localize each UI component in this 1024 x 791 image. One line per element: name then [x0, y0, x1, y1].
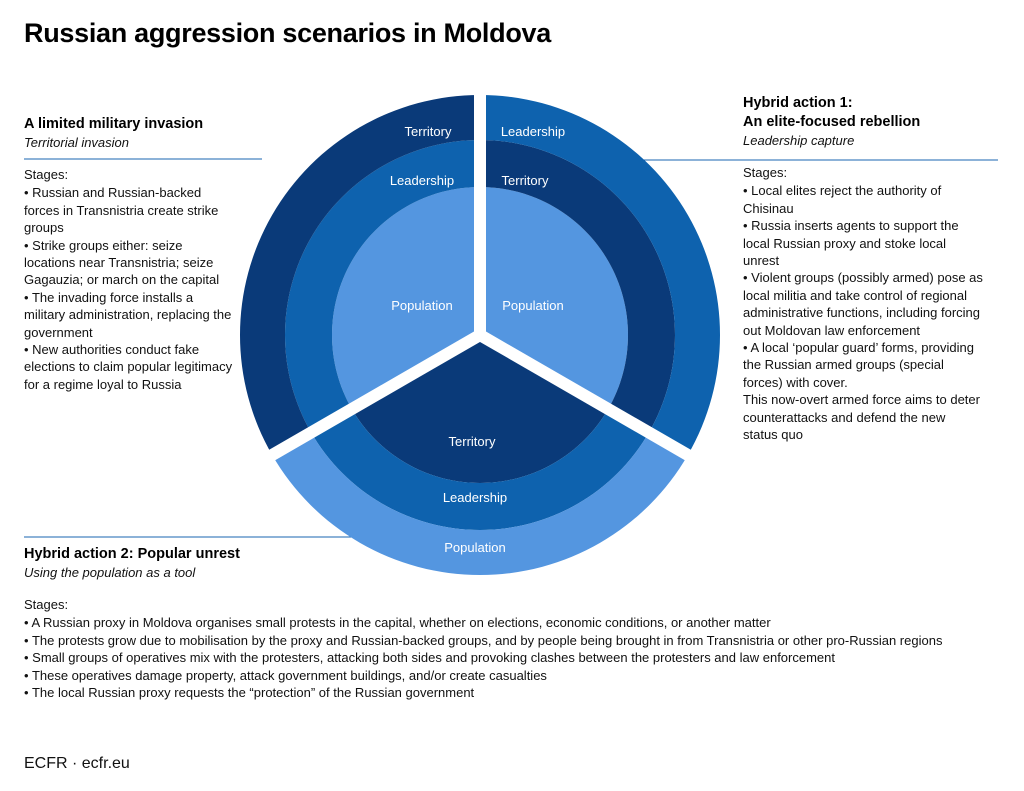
page-title: Russian aggression scenarios in Moldova — [24, 18, 551, 48]
ring-labels: Territory Leadership Population Leadersh… — [390, 124, 565, 555]
scenario-military-invasion: A limited military invasion Territorial … — [24, 115, 234, 393]
connector-lines — [24, 158, 998, 538]
bottom-middle-label: Leadership — [443, 490, 507, 505]
footer-credit: ECFR · ecfr.eu — [24, 755, 130, 772]
stages-list: Russian and Russian-backed forces in Tra… — [24, 184, 234, 393]
bottom-sector-middle-ring — [311, 409, 649, 530]
left-sector-outer-ring — [240, 95, 480, 455]
right-middle-label: Territory — [502, 173, 549, 188]
scenario-heading-line2: An elite-focused rebellion — [743, 114, 921, 130]
stages-label: Stages: — [743, 165, 788, 180]
stages-label: Stages: — [24, 597, 69, 612]
list-item: The protests grow due to mobilisation by… — [24, 632, 984, 649]
sector-gap — [258, 329, 483, 467]
left-middle-label: Leadership — [390, 173, 454, 188]
list-item: The invading force installs a military a… — [24, 289, 234, 341]
scenario-subheading: Leadership capture — [743, 133, 855, 148]
list-item: Small groups of operatives mix with the … — [24, 649, 984, 666]
left-sector-middle-ring — [285, 140, 480, 433]
list-item: Violent groups (possibly armed) pose as … — [743, 269, 983, 339]
left-inner-label: Population — [391, 298, 452, 313]
right-sector-outer-ring — [480, 95, 720, 455]
right-sector-middle-ring — [480, 140, 675, 433]
list-item: These operatives damage property, attack… — [24, 667, 984, 684]
scenario-heading: Hybrid action 2: Popular unrest — [24, 546, 240, 562]
right-inner-label: Population — [502, 298, 563, 313]
stages-list: A Russian proxy in Moldova organises sma… — [24, 614, 984, 701]
stages-tail: This now-overt armed force aims to deter… — [743, 392, 980, 443]
scenario-subheading: Territorial invasion — [24, 135, 130, 150]
scenario-subheading: Using the population as a tool — [24, 565, 196, 580]
bottom-outer-label: Population — [444, 540, 505, 555]
scenario-heading: A limited military invasion — [24, 116, 204, 132]
bottom-inner-label: Territory — [449, 434, 496, 449]
list-item: Local elites reject the authority of Chi… — [743, 182, 983, 217]
list-item: Russia inserts agents to support the loc… — [743, 217, 983, 269]
list-item: New authorities conduct fake elections t… — [24, 341, 234, 393]
right-outer-label: Leadership — [501, 124, 565, 139]
stages-list: Local elites reject the authority of Chi… — [743, 182, 983, 391]
left-outer-label: Territory — [405, 124, 452, 139]
scenario-popular-unrest: Hybrid action 2: Popular unrest Using th… — [24, 545, 984, 701]
bottom-sector-outer-ring — [272, 432, 688, 575]
list-item: Russian and Russian-backed forces in Tra… — [24, 184, 234, 236]
list-item: A local ‘popular guard’ forms, providing… — [743, 339, 983, 391]
list-item: Strike groups either: seize locations ne… — [24, 237, 234, 289]
scenario-elite-rebellion: Hybrid action 1: An elite-focused rebell… — [743, 94, 983, 444]
list-item: A Russian proxy in Moldova organises sma… — [24, 614, 984, 631]
sector-gap — [477, 329, 702, 467]
scenario-heading-line1: Hybrid action 1: — [743, 95, 853, 111]
stages-label: Stages: — [24, 167, 69, 182]
sector-gaps — [258, 83, 702, 467]
list-item: The local Russian proxy requests the “pr… — [24, 684, 984, 701]
